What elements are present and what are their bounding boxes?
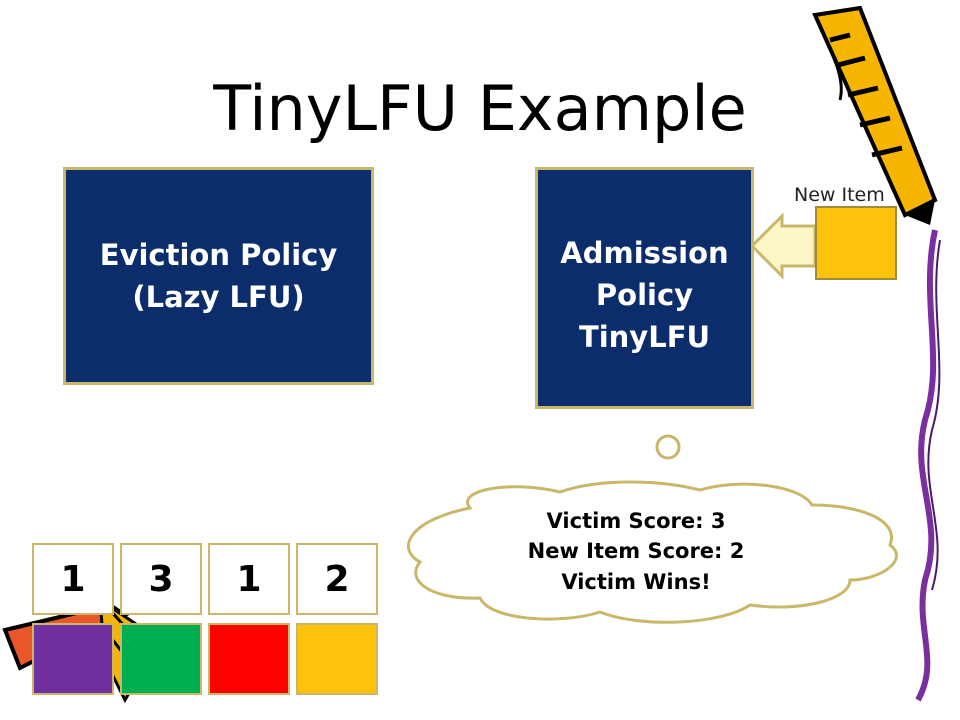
admission-policy-label-3: TinyLFU: [578, 320, 711, 355]
frequency-score-1: 1: [32, 543, 114, 615]
new-item-square: [815, 206, 897, 280]
new-item-score-text: New Item Score: 2: [527, 539, 745, 564]
arrow-left-icon: [749, 212, 817, 280]
page-title: TinyLFU Example: [213, 72, 747, 145]
frequency-score-4: 2: [296, 543, 378, 615]
eviction-policy-sublabel: (Lazy LFU): [132, 280, 305, 314]
eviction-policy-box: Eviction Policy (Lazy LFU): [63, 167, 374, 385]
thought-cloud-icon: [407, 480, 898, 624]
admission-policy-label-2: Policy: [595, 278, 694, 313]
ribbon-decoration: [915, 229, 938, 702]
frequency-score-2: 3: [120, 543, 202, 615]
eviction-policy-label: Eviction Policy: [99, 237, 338, 272]
pencil-icon: [812, 5, 938, 225]
cache-item-purple: [32, 623, 114, 695]
thought-bubble-text: Victim Score: 3 New Item Score: 2 Victim…: [470, 506, 802, 597]
admission-policy-box: Admission Policy TinyLFU: [535, 167, 754, 409]
cache-item-green: [120, 623, 202, 695]
admission-policy-label-1: Admission: [560, 236, 729, 270]
new-item-label: New Item: [794, 184, 885, 206]
cache-item-yellow: [296, 623, 378, 695]
verdict-text: Victim Wins!: [561, 569, 711, 594]
frequency-score-3: 1: [208, 543, 290, 615]
cache-item-red: [208, 623, 290, 695]
victim-score-text: Victim Score: 3: [546, 509, 726, 533]
